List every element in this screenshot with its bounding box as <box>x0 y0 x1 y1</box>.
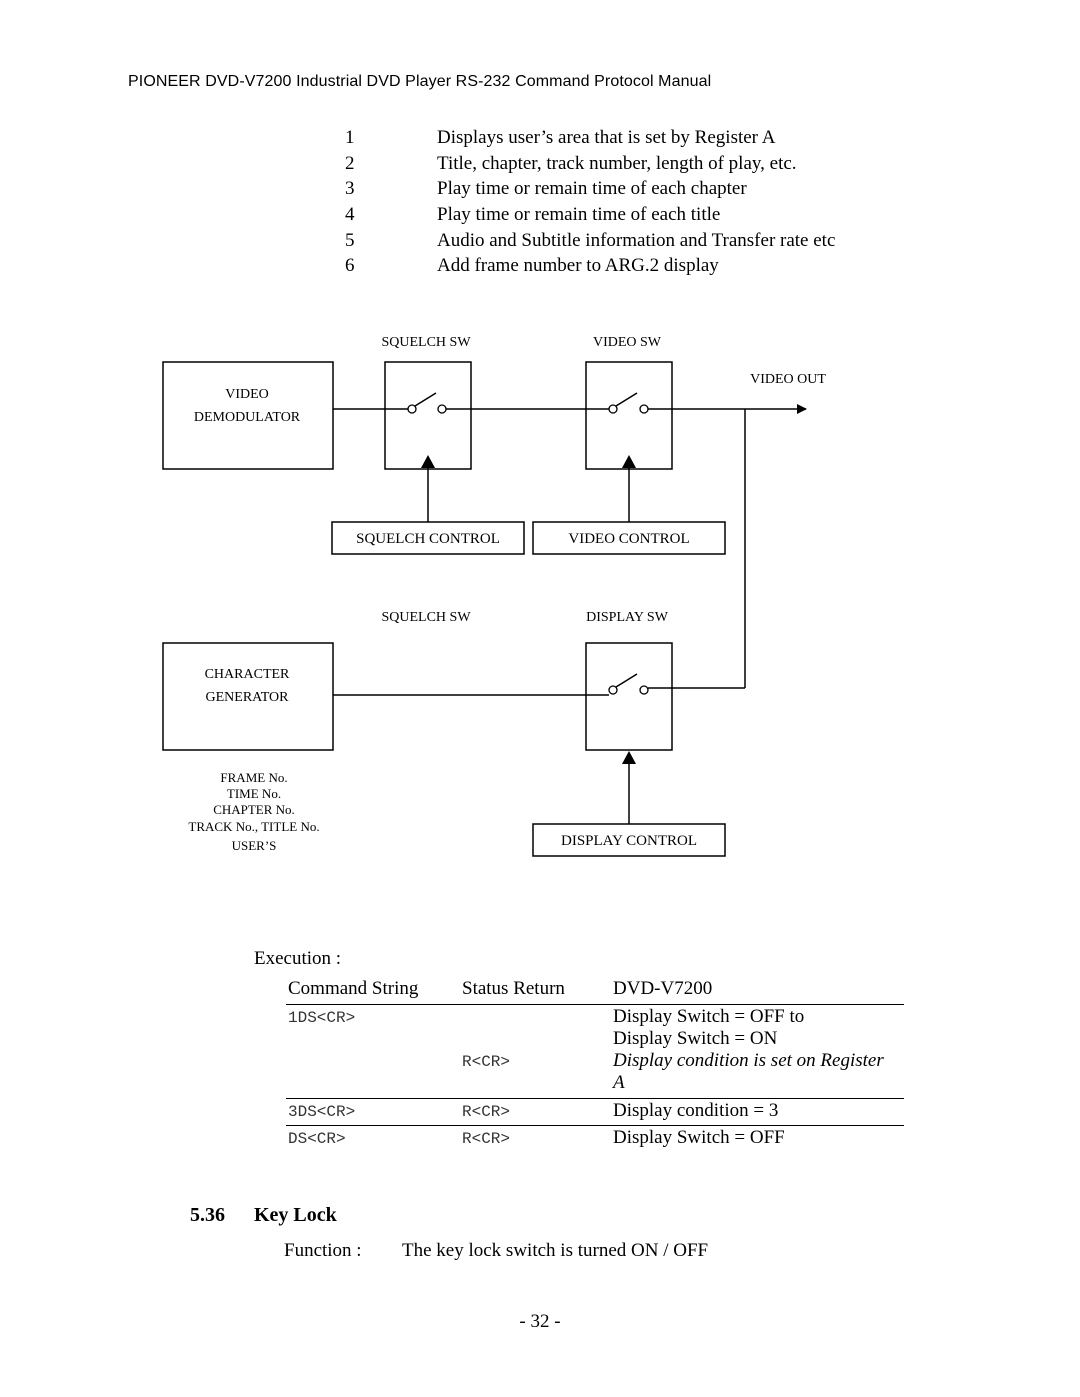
squelch-sw-top-label: SQUELCH SW <box>381 335 471 350</box>
list-item-number: 5 <box>345 229 355 251</box>
list-item: 4 Play time or remain time of each title <box>345 202 835 228</box>
switch-contact-icon <box>639 404 649 414</box>
cg-item: USER’S <box>232 838 277 853</box>
list-item-text: Play time or remain time of each chapter <box>437 178 747 200</box>
column-header-command: Command String <box>288 978 419 999</box>
function-description: Function : The key lock switch is turned … <box>284 1240 708 1262</box>
display-control-label: DISPLAY CONTROL <box>561 833 697 849</box>
squelch-control-block <box>331 521 525 555</box>
execution-label: Execution : <box>254 948 342 969</box>
squelch-control-label: SQUELCH CONTROL <box>356 531 500 547</box>
description-cell: Display condition = 3 <box>613 1100 779 1121</box>
cg-item: CHAPTER No. <box>213 802 295 817</box>
column-header-status: Status Return <box>462 978 565 999</box>
list-item-text: Play time or remain time of each title <box>437 204 721 226</box>
list-item-number: 1 <box>345 127 355 148</box>
display-switch-block <box>585 642 673 751</box>
list-item: 5 Audio and Subtitle information and Tran… <box>345 228 835 254</box>
list-item: 1 Displays user’s area that is set by Reg… <box>345 125 835 151</box>
list-item-text: Title, chapter, track number, length of … <box>437 152 797 174</box>
cg-item: TIME No. <box>227 786 281 801</box>
character-generator-label-line2: GENERATOR <box>206 690 290 705</box>
arrow-up-icon <box>622 455 636 468</box>
arrow-up-icon <box>421 455 435 468</box>
video-control-label: VIDEO CONTROL <box>568 531 689 547</box>
list-item: 3 Play time or remain time of each chapte… <box>345 176 835 202</box>
list-item-number: 6 <box>345 255 355 277</box>
status-cell: R<CR> <box>462 1103 511 1121</box>
section-heading: 5.36 Key Lock <box>190 1204 337 1227</box>
running-header: PIONEER DVD-V7200 Industrial DVD Player … <box>128 73 712 90</box>
table-row: DS<CR> R<CR> Display Switch = OFF <box>286 1126 904 1154</box>
switch-blade-icon <box>414 392 437 407</box>
character-generator-label-line1: CHARACTER <box>205 667 290 682</box>
video-demodulator-label-line1: VIDEO <box>225 387 269 402</box>
command-cell: 1DS<CR> <box>288 1009 356 1027</box>
list-item-text: Displays user’s area that is set by Regi… <box>437 127 776 148</box>
list-item-number: 3 <box>345 178 355 200</box>
list-item-text: Add frame number to ARG.2 display <box>437 255 719 277</box>
arrow-up-icon <box>622 751 636 764</box>
command-cell: DS<CR> <box>288 1130 346 1148</box>
display-sw-label: DISPLAY SW <box>586 610 669 625</box>
list-item-number: 2 <box>345 152 355 174</box>
description-cell: A <box>613 1072 625 1093</box>
function-label: Function : <box>284 1240 362 1261</box>
command-cell: 3DS<CR> <box>288 1103 356 1121</box>
list-item: 6 Add frame number to ARG.2 display <box>345 253 835 279</box>
table-row: 3DS<CR> R<CR> Display condition = 3 <box>286 1099 904 1126</box>
table-header: Command String Status Return DVD-V7200 <box>286 976 904 1005</box>
execution-table: Command String Status Return DVD-V7200 1… <box>286 976 904 1154</box>
description-cell: Display Switch = ON <box>613 1028 778 1049</box>
cg-item: FRAME No. <box>220 770 287 785</box>
video-demodulator-label-line2: DEMODULATOR <box>194 410 301 425</box>
squelch-switch-block <box>384 361 472 470</box>
section-title: Key Lock <box>254 1204 337 1226</box>
function-text: The key lock switch is turned ON / OFF <box>402 1240 709 1261</box>
description-cell: Display Switch = OFF <box>613 1127 785 1148</box>
description-cell: Display Switch = OFF to <box>613 1006 805 1027</box>
switch-contact-icon <box>407 404 417 414</box>
description-cell: Display condition is set on Register <box>613 1050 884 1071</box>
video-control-block <box>532 521 726 555</box>
table-row: 1DS<CR> Display Switch = OFF to Display … <box>286 1005 904 1099</box>
squelch-sw-bottom-label: SQUELCH SW <box>381 610 471 625</box>
list-item-number: 4 <box>345 204 355 226</box>
switch-contact-icon <box>608 404 618 414</box>
switch-blade-icon <box>615 392 638 407</box>
display-control-block <box>532 823 726 857</box>
video-switch-block-diagram: SQUELCH SW VIDEO SW VIDEO OUT VIDEO DEMO… <box>162 335 826 857</box>
switch-contact-icon <box>437 404 447 414</box>
status-cell: R<CR> <box>462 1053 511 1071</box>
status-cell: R<CR> <box>462 1130 511 1148</box>
video-out-label: VIDEO OUT <box>750 372 826 387</box>
column-header-device: DVD-V7200 <box>613 978 713 999</box>
cg-item: TRACK No., TITLE No. <box>188 819 319 834</box>
list-item-text: Audio and Subtitle information and Trans… <box>437 229 836 251</box>
section-number: 5.36 <box>190 1204 225 1226</box>
video-switch-block <box>585 361 673 470</box>
switch-contact-icon <box>639 685 649 695</box>
video-demodulator-block <box>162 361 334 470</box>
switch-contact-icon <box>608 685 618 695</box>
switch-blade-icon <box>615 673 638 688</box>
display-mode-list: 1 Displays user’s area that is set by Reg… <box>345 125 835 279</box>
list-item: 2 Title, chapter, track number, length of… <box>345 151 835 177</box>
page-number: - 32 - <box>519 1311 561 1332</box>
video-sw-label: VIDEO SW <box>593 335 662 350</box>
character-generator-block <box>162 642 334 751</box>
